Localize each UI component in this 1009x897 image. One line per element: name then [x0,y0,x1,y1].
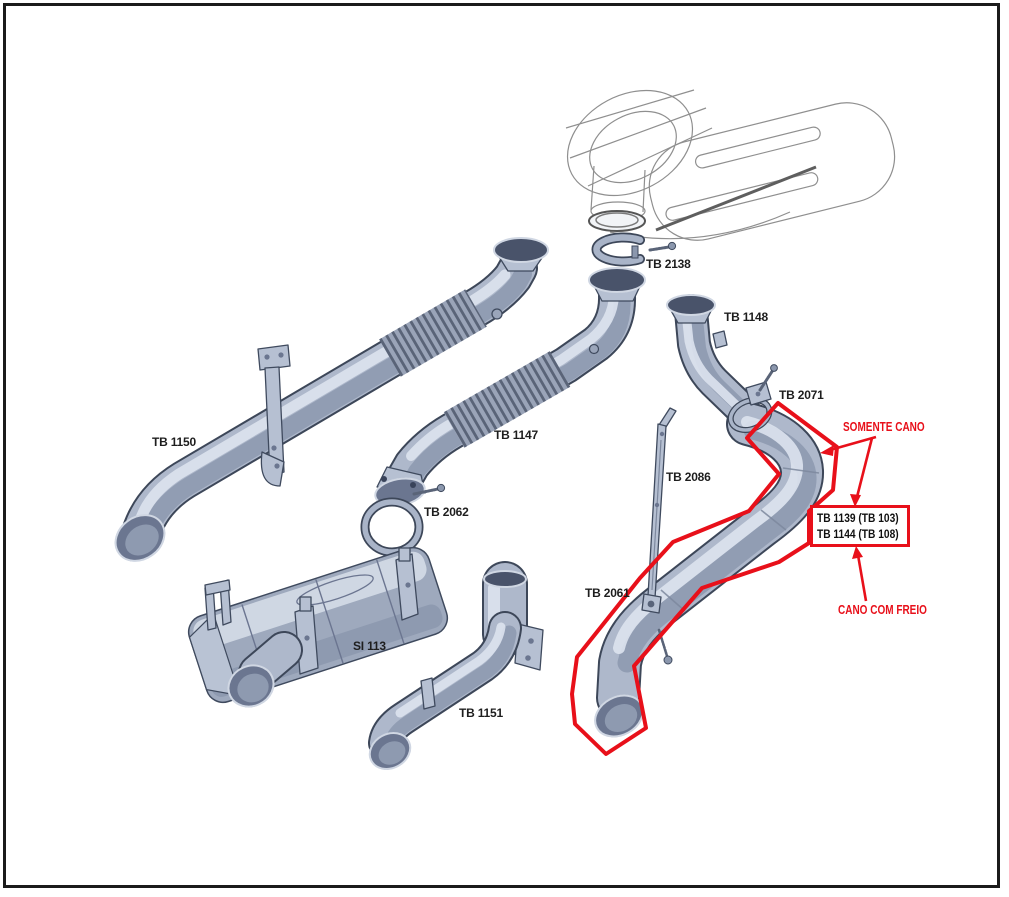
label-tb2138: TB 2138 [646,257,691,271]
label-tb2061: TB 2061 [585,586,630,600]
pipe-tb1150 [114,237,549,562]
callout-box: TB 1139 (TB 103) TB 1144 (TB 108) [810,505,910,547]
label-tb1151: TB 1151 [459,706,503,720]
note-pipe-only: SOMENTE CANO [843,420,925,434]
hanger-bracket-tb1150 [257,344,291,487]
label-tb1148: TB 1148 [724,310,768,324]
strap-tb2086 [641,407,677,665]
label-tb1147: TB 1147 [494,428,538,442]
note-pipe-with-brake: CANO COM FREIO [838,603,927,617]
callout-arrows [820,435,877,602]
pipe-tb1147 [374,267,646,507]
pipe-tb1148 [666,294,761,428]
label-si113: SI 113 [353,639,386,653]
callout-line-1: TB 1139 (TB 103) [817,511,899,525]
muffler-si113 [187,546,449,708]
label-tb2086: TB 2086 [666,470,711,484]
pipe-tb1151 [368,561,544,770]
label-tb2062: TB 2062 [424,505,469,519]
callout-line-2: TB 1144 (TB 108) [817,527,899,541]
gasket-ring [588,210,646,232]
label-tb2071: TB 2071 [779,388,824,402]
clamp-tb2062 [360,483,446,557]
clamp-tb2138 [591,232,677,267]
label-tb1150: TB 1150 [152,435,196,449]
pipe-tb2061 [594,402,824,738]
turbo-wireframe-drawing [565,89,896,241]
